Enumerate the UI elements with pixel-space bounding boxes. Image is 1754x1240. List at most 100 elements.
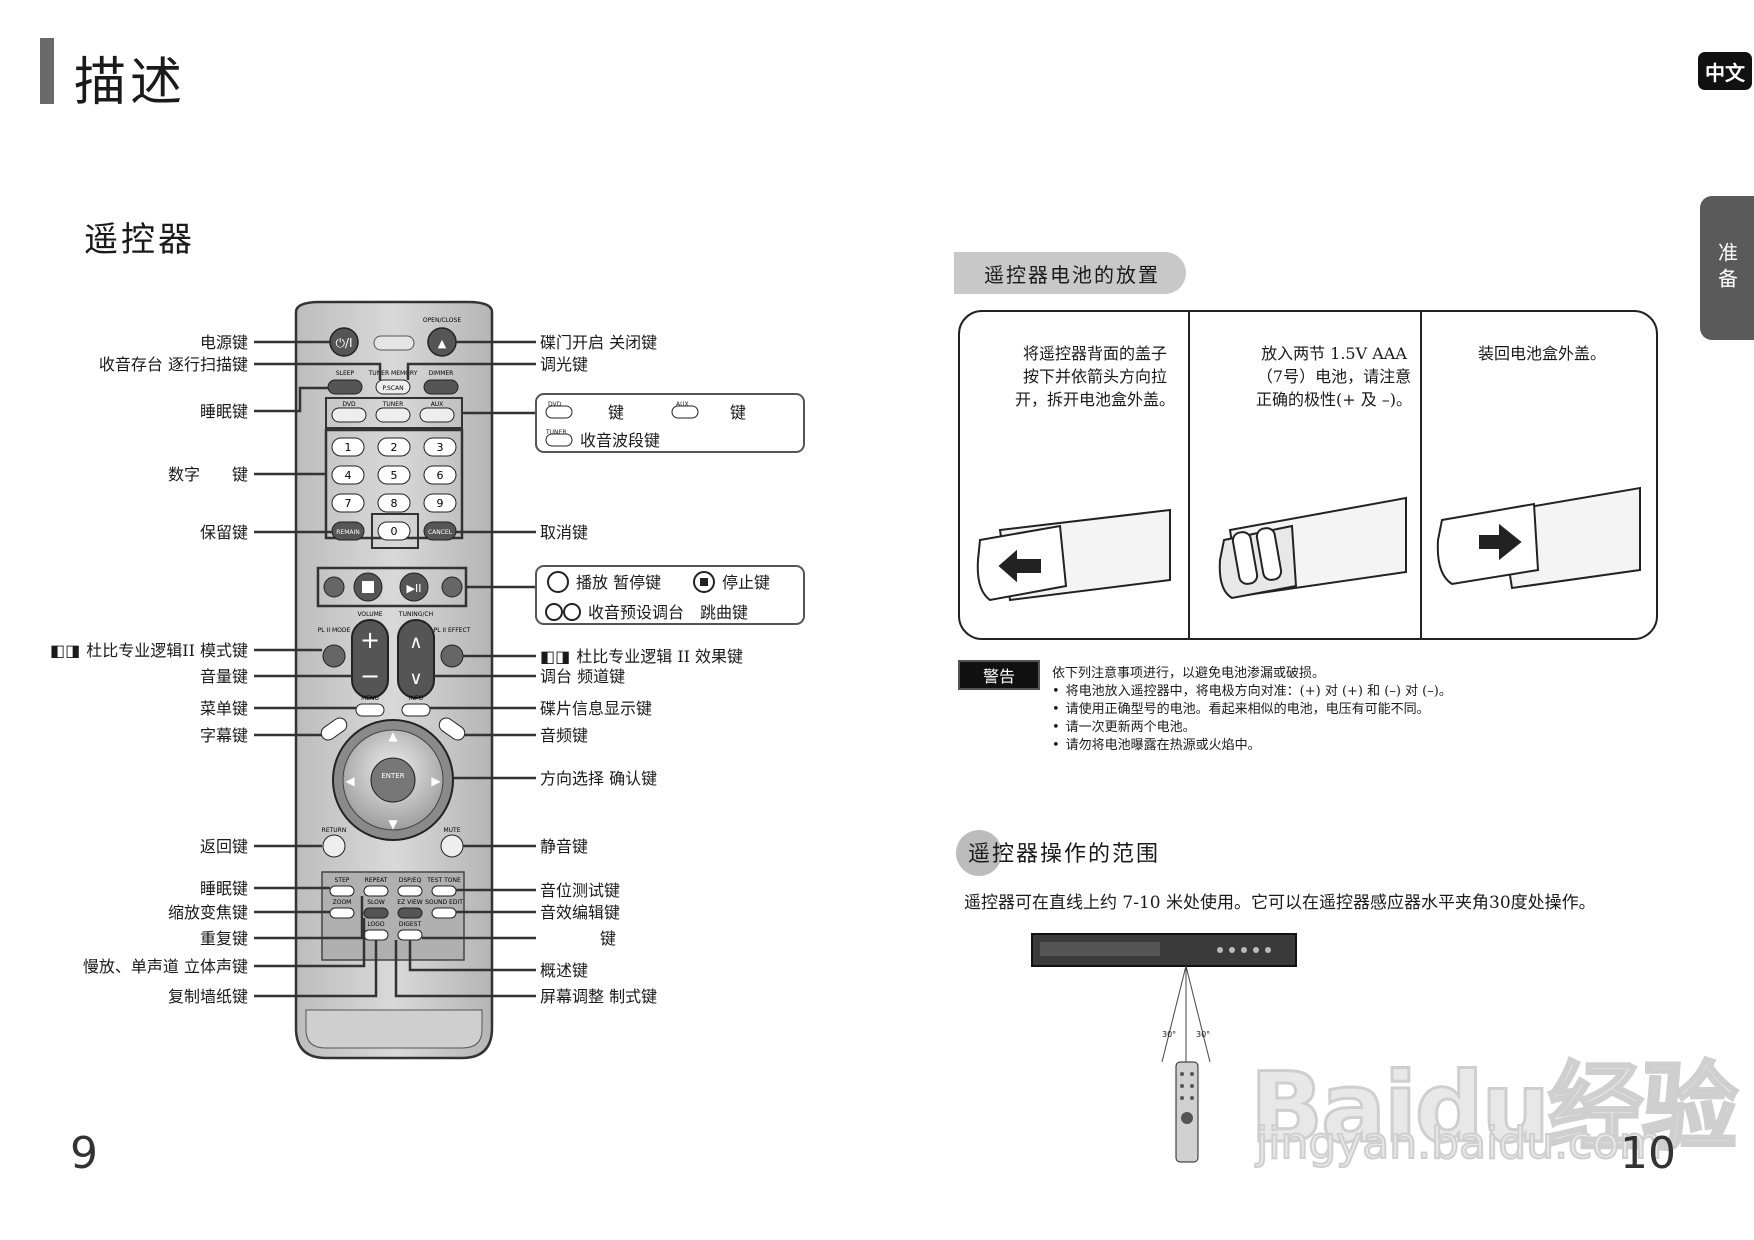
svg-text:3: 3 bbox=[437, 441, 444, 454]
svg-text:∨: ∨ bbox=[409, 668, 422, 689]
svg-text:LOGO: LOGO bbox=[367, 921, 385, 928]
range-section-title: 遥控器操作的范围 bbox=[968, 842, 1161, 867]
svg-text:▲: ▲ bbox=[438, 337, 447, 350]
remote-body bbox=[294, 300, 494, 1060]
page-number-right: 10 bbox=[1620, 1128, 1676, 1179]
svg-text:7: 7 bbox=[345, 497, 352, 510]
svg-text:CANCEL: CANCEL bbox=[428, 529, 453, 536]
range-cone bbox=[1161, 965, 1211, 1063]
box1-tuner-caption: TUNER bbox=[546, 429, 567, 436]
title-accent-bar bbox=[40, 38, 54, 104]
label-menu-key: 菜单键 bbox=[199, 699, 248, 718]
transport-keys-box bbox=[535, 565, 805, 625]
language-badge: 中文 bbox=[1698, 52, 1752, 90]
svg-text:REMAIN: REMAIN bbox=[336, 529, 360, 536]
battery-step1-illustration bbox=[976, 508, 1171, 602]
warning-badge: 警告 bbox=[958, 660, 1040, 690]
svg-text:RETURN: RETURN bbox=[322, 827, 347, 834]
svg-text:TUNER: TUNER bbox=[382, 401, 404, 408]
label-digest-key: 概述键 bbox=[540, 961, 589, 980]
svg-text:MENU: MENU bbox=[361, 695, 379, 702]
label-pl2-mode-text: 杜比专业逻辑II 模式键 bbox=[86, 641, 248, 660]
label-subtitle-key: 字幕键 bbox=[199, 726, 248, 745]
svg-text:−: − bbox=[360, 662, 380, 690]
baidu-watermark-logo: Baidu经验 bbox=[1249, 1051, 1740, 1166]
svg-text:▶II: ▶II bbox=[407, 582, 422, 595]
label-slow-key: 慢放、单声道 立体声键 bbox=[82, 957, 248, 976]
svg-text:DIGEST: DIGEST bbox=[399, 921, 422, 928]
label-return-key: 返回键 bbox=[199, 837, 248, 856]
range-angle-right: 30° bbox=[1196, 1030, 1211, 1039]
label-sleep-key: 睡眠键 bbox=[199, 402, 248, 421]
label-zoom-key: 缩放变焦键 bbox=[167, 903, 248, 922]
section-title: 遥控器 bbox=[84, 220, 195, 260]
svg-text:REPEAT: REPEAT bbox=[365, 877, 388, 884]
svg-text:5: 5 bbox=[391, 469, 398, 482]
label-repeat-key: 重复键 bbox=[199, 929, 248, 948]
battery-step3-illustration bbox=[1436, 486, 1641, 590]
svg-text:∧: ∧ bbox=[409, 632, 422, 653]
label-ezview-key: 键 bbox=[600, 929, 617, 948]
label-pl2-effect-text: 杜比专业逻辑 II 效果键 bbox=[576, 647, 744, 666]
label-open-close-key: 碟门开启 关闭键 bbox=[540, 333, 658, 352]
label-direction-key: 方向选择 确认键 bbox=[540, 769, 658, 788]
svg-text:STEP: STEP bbox=[335, 877, 350, 884]
svg-text:DSP/EQ: DSP/EQ bbox=[399, 877, 422, 884]
label-tuning-key: 调台 频道键 bbox=[540, 667, 626, 686]
svg-text:▲: ▲ bbox=[388, 729, 398, 743]
box2-skip-label: 跳曲键 bbox=[700, 603, 749, 622]
label-number-keys: 数字 键 bbox=[167, 465, 248, 484]
svg-text:0: 0 bbox=[391, 525, 398, 538]
leader-lines-left bbox=[254, 340, 382, 998]
label-dimmer-key: 调光键 bbox=[540, 355, 589, 374]
svg-text:VOLUME: VOLUME bbox=[357, 611, 382, 618]
box1-aux-label: 键 bbox=[730, 403, 747, 422]
box1-aux-caption: AUX bbox=[676, 401, 689, 408]
svg-text:SLEEP: SLEEP bbox=[336, 370, 355, 377]
label-tuner-memory-key: 收音存台 逐行扫描键 bbox=[98, 355, 248, 374]
box1-tuner-label: 收音波段键 bbox=[580, 431, 661, 450]
svg-text:ZOOM: ZOOM bbox=[333, 899, 352, 906]
box2-play-label: 播放 暂停键 bbox=[576, 573, 662, 592]
svg-text:▶: ▶ bbox=[431, 774, 441, 788]
svg-text:TUNER MEMORY: TUNER MEMORY bbox=[368, 370, 418, 377]
svg-text:PL II MODE: PL II MODE bbox=[318, 627, 351, 634]
svg-text:◀: ◀ bbox=[345, 774, 355, 788]
box1-dvd-label: 键 bbox=[608, 403, 625, 422]
battery-step-3: 装回电池盒外盖。 bbox=[1422, 312, 1658, 638]
label-test-tone-key: 音位测试键 bbox=[540, 881, 621, 900]
label-volume-key: 音量键 bbox=[199, 667, 248, 686]
box1-dvd-caption: DVD bbox=[548, 401, 562, 408]
label-step-key: 睡眠键 bbox=[199, 879, 248, 898]
svg-text:AUX: AUX bbox=[431, 401, 444, 408]
label-info-key: 碟片信息显示键 bbox=[540, 699, 653, 718]
label-remain-key: 保留键 bbox=[199, 523, 248, 542]
svg-text:SLOW: SLOW bbox=[367, 899, 385, 906]
svg-text:TUNING/CH: TUNING/CH bbox=[398, 611, 433, 618]
open-close-caption: OPEN/CLOSE bbox=[423, 317, 461, 324]
side-tab-label: 准备 bbox=[1714, 242, 1739, 294]
warning-item: 请使用正确型号的电池。看起来相似的电池，电压有可能不同。 bbox=[1052, 698, 1430, 717]
svg-text:MUTE: MUTE bbox=[443, 827, 460, 834]
battery-steps-box: 将遥控器背面的盖子 按下并依箭头方向拉 开，拆开电池盒外盖。 放入两节 1.5V… bbox=[958, 310, 1658, 640]
svg-text:2: 2 bbox=[391, 441, 398, 454]
battery-step2-illustration bbox=[1218, 496, 1407, 600]
svg-text:INFO: INFO bbox=[409, 695, 424, 702]
label-mute-key: 静音键 bbox=[540, 837, 589, 856]
svg-text:SOUND EDIT: SOUND EDIT bbox=[425, 899, 463, 906]
box2-preset-label: 收音预设调台 bbox=[588, 603, 685, 622]
svg-text:DVD: DVD bbox=[342, 401, 356, 408]
label-pl2-mode-key: ◧◨ 杜比专业逻辑II 模式键 bbox=[50, 642, 248, 660]
battery-step-3-text: 装回电池盒外盖。 bbox=[1477, 344, 1606, 363]
warning-item: 请一次更新两个电池。 bbox=[1052, 716, 1196, 735]
svg-text:9: 9 bbox=[437, 497, 444, 510]
source-keys-box bbox=[535, 393, 805, 453]
battery-section-title: 遥控器电池的放置 bbox=[954, 252, 1186, 294]
side-tab: 准备 bbox=[1700, 196, 1754, 340]
page-number-left: 9 bbox=[70, 1128, 98, 1179]
svg-text:8: 8 bbox=[391, 497, 398, 510]
battery-step-1-text: 将遥控器背面的盖子 按下并依箭头方向拉 开，拆开电池盒外盖。 bbox=[1014, 344, 1175, 409]
warning-intro: 依下列注意事项进行，以避免电池渗漏或破损。 bbox=[1052, 666, 1326, 681]
dolby-icon: ◧◨ bbox=[50, 641, 81, 660]
